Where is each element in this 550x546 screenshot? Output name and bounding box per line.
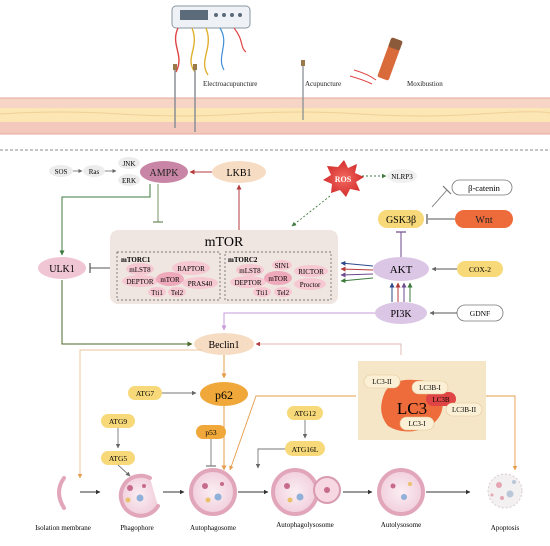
lc3-main-label: LC3 bbox=[397, 399, 427, 418]
nlrp3-node: NLRP3 bbox=[387, 169, 417, 183]
ampk-node: AMPK bbox=[140, 161, 188, 183]
svg-text:Beclin1: Beclin1 bbox=[208, 340, 239, 351]
svg-text:Tel2: Tel2 bbox=[277, 289, 290, 297]
ulk1-node: ULK1 bbox=[38, 257, 86, 279]
svg-text:Ras: Ras bbox=[89, 168, 100, 176]
svg-text:LKB1: LKB1 bbox=[227, 168, 252, 179]
sos-node: SOS bbox=[49, 165, 73, 177]
apoptosis-cell bbox=[487, 473, 523, 509]
jnk-node: JNK bbox=[118, 157, 140, 169]
svg-text:Tti1: Tti1 bbox=[256, 289, 268, 297]
svg-text:ATG12: ATG12 bbox=[294, 409, 316, 418]
needles bbox=[173, 60, 305, 132]
electroacupuncture-device bbox=[171, 5, 251, 76]
ros-node: ROS bbox=[323, 160, 364, 197]
gdnf-node: GDNF bbox=[456, 304, 504, 322]
svg-text:RICTOR: RICTOR bbox=[298, 268, 324, 276]
svg-text:PI3K: PI3K bbox=[390, 309, 412, 320]
svg-text:ROS: ROS bbox=[335, 175, 352, 184]
atg12-node: ATG12 bbox=[287, 406, 323, 420]
isolation-membrane bbox=[57, 476, 66, 510]
electroacupuncture-label: Electroacupuncture bbox=[203, 80, 257, 88]
stage-label-autophagosome: Autophagosome bbox=[190, 524, 236, 532]
acupuncture-label: Acupuncture bbox=[305, 80, 341, 88]
gsk3b-node: GSK3β bbox=[378, 210, 424, 228]
svg-text:ATG5: ATG5 bbox=[109, 454, 128, 463]
lc3-i-label: LC3-I bbox=[408, 420, 426, 428]
stage-label-apoptosis: Apoptosis bbox=[491, 524, 520, 532]
svg-text:SIN1: SIN1 bbox=[275, 262, 290, 270]
autolysosome bbox=[377, 468, 425, 516]
lc3b-i-label: LC3B-I bbox=[419, 384, 441, 392]
svg-text:DEPTOR: DEPTOR bbox=[126, 278, 153, 286]
wnt-node: Wnt bbox=[455, 210, 513, 228]
phagophore bbox=[118, 473, 160, 518]
lc3-ii-label: LC3-II bbox=[372, 378, 392, 386]
atg7-node: ATG7 bbox=[128, 386, 162, 400]
p62-node: p62 bbox=[200, 382, 248, 406]
skin-layers bbox=[0, 97, 550, 135]
svg-text:GDNF: GDNF bbox=[470, 309, 490, 318]
lkb1-node: LKB1 bbox=[212, 161, 266, 183]
svg-text:Proctor: Proctor bbox=[300, 281, 321, 289]
svg-text:ATG9: ATG9 bbox=[109, 417, 128, 426]
atg16l-node: ATG16L bbox=[285, 441, 325, 456]
atg5-node: ATG5 bbox=[101, 451, 135, 465]
stage-label-phagophore: Phagophore bbox=[120, 524, 153, 532]
svg-text:mLST8: mLST8 bbox=[239, 267, 261, 275]
svg-text:Wnt: Wnt bbox=[475, 215, 492, 226]
svg-text:Tti1: Tti1 bbox=[151, 289, 163, 297]
svg-text:β-catenin: β-catenin bbox=[468, 183, 500, 193]
svg-text:AMPK: AMPK bbox=[150, 168, 180, 179]
atg9-node: ATG9 bbox=[101, 414, 135, 428]
pi3k-node: PI3K bbox=[375, 302, 427, 324]
moxibustion-stick bbox=[349, 37, 403, 85]
autophagosome bbox=[189, 468, 237, 516]
svg-text:mTORC1: mTORC1 bbox=[121, 256, 151, 264]
svg-text:Tel2: Tel2 bbox=[171, 289, 184, 297]
stage-label-autophagolysosome: Autophagolysosome bbox=[276, 521, 334, 529]
lc3b-ii-label: LC3B-II bbox=[452, 406, 477, 414]
erk-node: ERK bbox=[118, 174, 140, 186]
autophagolysosome bbox=[271, 468, 341, 516]
svg-text:NLRP3: NLRP3 bbox=[391, 173, 413, 181]
mtor-title: mTOR bbox=[205, 235, 244, 250]
svg-text:p53: p53 bbox=[205, 428, 217, 437]
mtorc1: mTORC1 mLST8 RAPTOR DEPTOR mTOR PRAS40 T… bbox=[121, 256, 218, 297]
svg-text:ATG7: ATG7 bbox=[136, 389, 155, 398]
svg-text:mTORC2: mTORC2 bbox=[228, 256, 258, 264]
svg-text:mTOR: mTOR bbox=[268, 275, 288, 283]
svg-text:SOS: SOS bbox=[55, 168, 68, 176]
lc3-panel: LC3B LC3 LC3-II LC3B-I LC3B-II LC3-I bbox=[358, 361, 486, 440]
stage-label-isolation-membrane: Isolation membrane bbox=[35, 524, 91, 532]
mtorc2: mTORC2 mLST8 SIN1 RICTOR DEPTOR mTOR Pro… bbox=[228, 256, 328, 297]
svg-text:AKT: AKT bbox=[390, 264, 413, 276]
svg-text:mTOR: mTOR bbox=[160, 276, 180, 284]
svg-text:mLST8: mLST8 bbox=[129, 266, 151, 274]
cox2-node: COX-2 bbox=[457, 261, 503, 277]
stage-label-autolysosome: Autolysosome bbox=[381, 521, 421, 529]
svg-text:DEPTOR: DEPTOR bbox=[234, 279, 261, 287]
p53-node: p53 bbox=[196, 425, 226, 439]
svg-text:PRAS40: PRAS40 bbox=[188, 280, 213, 288]
svg-text:ULK1: ULK1 bbox=[49, 264, 75, 275]
ras-node: Ras bbox=[83, 165, 105, 177]
beclin1-node: Beclin1 bbox=[194, 333, 254, 355]
mtor-complex: mTOR mTORC1 mLST8 RAPTOR DEPTOR mTOR PRA… bbox=[110, 230, 338, 304]
svg-text:ATG16L: ATG16L bbox=[292, 445, 319, 454]
beta-catenin-node: β-catenin bbox=[451, 179, 513, 196]
akt-node: AKT bbox=[373, 257, 429, 281]
moxibustion-label: Moxibustion bbox=[407, 80, 443, 88]
lc3b-label: LC3B bbox=[432, 396, 449, 404]
svg-text:COX-2: COX-2 bbox=[469, 265, 491, 274]
svg-text:JNK: JNK bbox=[123, 160, 136, 168]
svg-text:GSK3β: GSK3β bbox=[386, 215, 416, 226]
svg-text:ERK: ERK bbox=[122, 177, 136, 185]
svg-text:RAPTOR: RAPTOR bbox=[177, 265, 205, 273]
svg-text:p62: p62 bbox=[215, 388, 233, 402]
